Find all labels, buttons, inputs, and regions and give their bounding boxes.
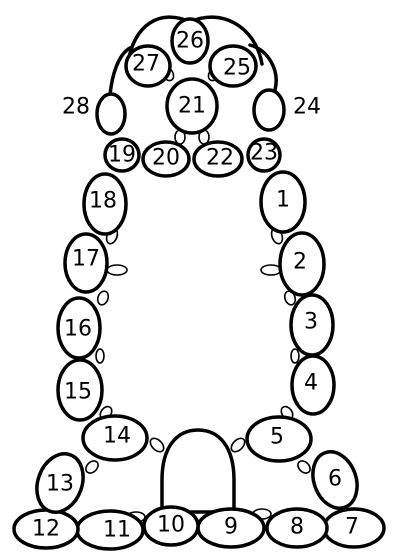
label-22: 22: [206, 146, 234, 171]
label-21: 21: [178, 94, 206, 119]
ellipse-28: 28: [62, 94, 125, 134]
label-18: 18: [89, 189, 117, 214]
ellipse-20: 20: [143, 142, 189, 176]
ellipse-10: 10: [144, 507, 198, 545]
label-23: 23: [250, 141, 278, 166]
label-26: 26: [176, 29, 204, 54]
ellipse-16: 16: [58, 298, 100, 358]
label-8: 8: [290, 515, 304, 540]
ellipse-19: 19: [105, 139, 139, 171]
central-arch: [162, 430, 234, 512]
ellipse-9: 9: [198, 509, 264, 547]
ellipse-13: 13: [29, 447, 91, 518]
label-17: 17: [72, 247, 100, 272]
ellipse-22: 22: [194, 142, 242, 176]
label-27: 27: [132, 52, 160, 77]
label-9: 9: [224, 515, 238, 540]
ellipse-1: 1: [261, 172, 305, 232]
ellipse-11: 11: [77, 511, 143, 549]
label-5: 5: [270, 425, 284, 450]
ellipse-6: 6: [305, 446, 364, 515]
ellipse-4: 4: [292, 356, 334, 414]
ellipse-27: 27: [126, 46, 170, 86]
connector: [84, 459, 101, 476]
ellipse-23: 23: [248, 139, 280, 171]
ellipse-21: 21: [167, 79, 217, 133]
label-7: 7: [345, 515, 359, 540]
ellipse-18: 18: [84, 174, 126, 234]
label-12: 12: [32, 517, 60, 542]
label-10: 10: [157, 513, 185, 538]
label-14: 14: [103, 424, 131, 449]
label-28: 28: [62, 95, 90, 120]
label-24: 24: [293, 95, 321, 120]
ellipse-3: 3: [291, 295, 333, 355]
connector: [96, 349, 104, 363]
ellipse-26: 26: [172, 19, 208, 63]
ellipse-17: 17: [65, 234, 107, 292]
label-20: 20: [152, 146, 180, 171]
label-3: 3: [304, 310, 318, 335]
connector: [261, 265, 281, 275]
label-16: 16: [64, 317, 92, 342]
ellipse-7: 7: [324, 509, 384, 547]
ellipse-25: 25: [210, 46, 256, 86]
ellipse-5: 5: [247, 417, 311, 461]
ellipse-12: 12: [14, 510, 78, 548]
label-13: 13: [46, 472, 74, 497]
connector: [291, 349, 299, 363]
label-25: 25: [223, 56, 251, 81]
ellipse-14: 14: [83, 416, 147, 460]
ellipse-2: 2: [280, 233, 324, 295]
ellipse-24: 24: [254, 90, 321, 130]
label-4: 4: [304, 371, 318, 396]
connector: [229, 436, 247, 454]
connector: [96, 290, 110, 307]
label-19: 19: [108, 143, 136, 168]
label-6: 6: [328, 467, 342, 492]
label-11: 11: [103, 518, 131, 543]
connector: [148, 436, 166, 454]
label-1: 1: [276, 188, 290, 213]
connector: [296, 459, 313, 476]
connector: [107, 265, 127, 275]
label-2: 2: [293, 250, 307, 275]
ellipse-15: 15: [58, 360, 102, 420]
ellipse-8: 8: [267, 509, 327, 547]
label-15: 15: [64, 380, 92, 405]
